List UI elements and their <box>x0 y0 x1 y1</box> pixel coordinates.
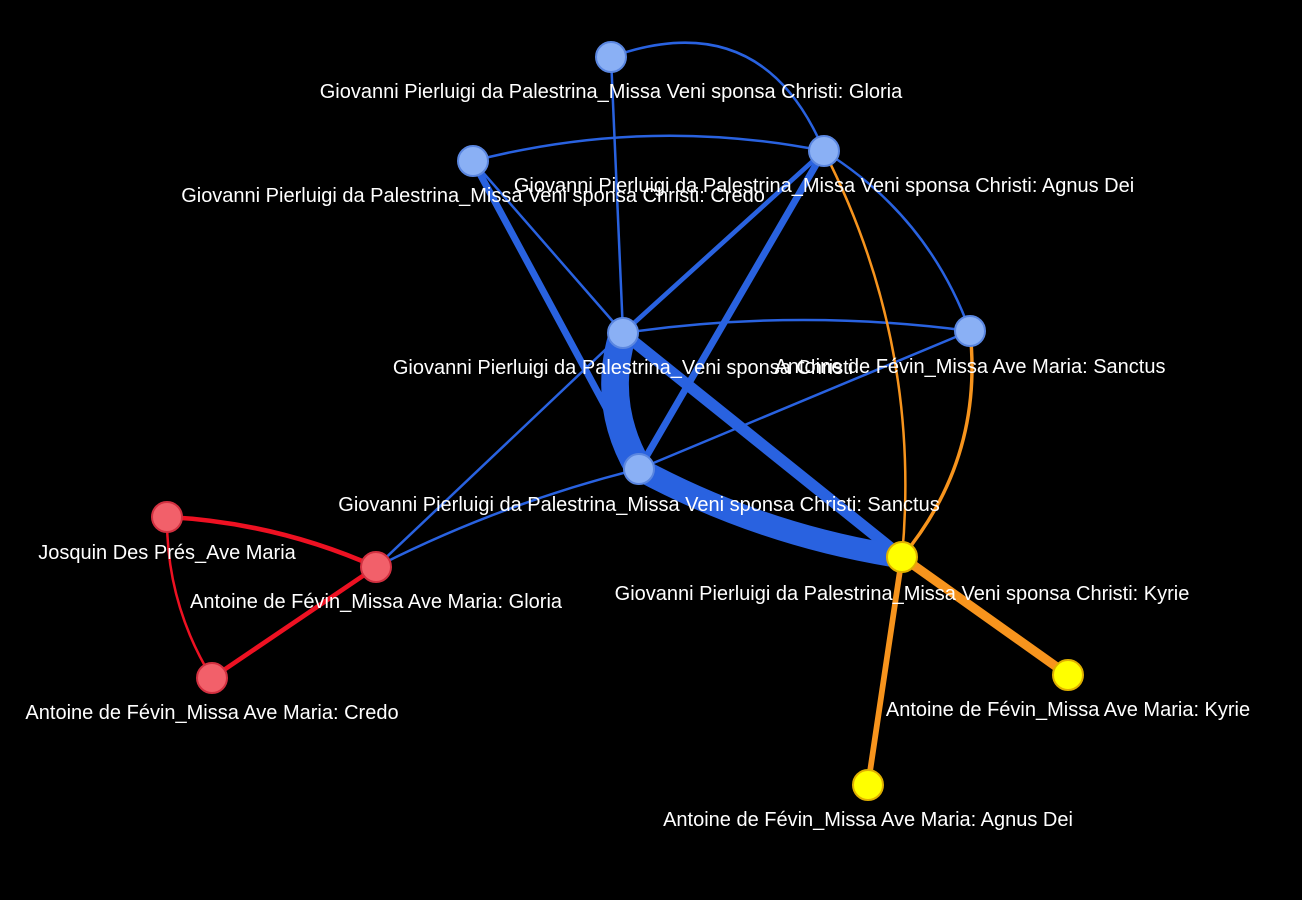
edge-veni_pal-sanctus_pal <box>601 319 653 483</box>
edge-veni_pal-kyrie_pal <box>617 327 908 563</box>
node-gloria_pal[interactable] <box>595 41 627 73</box>
node-kyrie_fev[interactable] <box>1052 659 1084 691</box>
edge-credo_pal-veni_pal <box>471 159 625 335</box>
edge-agnus_pal-kyrie_pal <box>822 149 907 559</box>
node-label-credo_fev: Antoine de Févin_Missa Ave Maria: Credo <box>25 702 398 724</box>
edge-kyrie_pal-agnus_fev <box>865 554 905 788</box>
node-credo_fev[interactable] <box>196 662 228 694</box>
node-label-credo_pal: Giovanni Pierluigi da Palestrina_Missa V… <box>181 185 765 207</box>
edge-credo_pal-agnus_pal <box>471 134 826 163</box>
edge-agnus_pal-veni_pal <box>620 148 827 336</box>
edge-gloria_pal-veni_pal <box>609 55 625 335</box>
edge-sanctus_pal-gloria_fev <box>374 467 641 569</box>
edge-josquin-gloria_fev <box>164 514 379 570</box>
node-veni_pal[interactable] <box>607 317 639 349</box>
node-label-agnus_pal: Giovanni Pierluigi da Palestrina_Missa V… <box>514 175 1134 197</box>
node-label-gloria_fev: Antoine de Févin_Missa Ave Maria: Gloria <box>190 591 563 613</box>
labels-layer: Giovanni Pierluigi da Palestrina_Missa V… <box>25 81 1250 831</box>
node-label-veni_pal: Giovanni Pierluigi da Palestrina_Veni sp… <box>393 357 853 379</box>
node-label-sanctus_pal: Giovanni Pierluigi da Palestrina_Missa V… <box>338 494 939 516</box>
node-label-sanctus_fev: Antoine de Févin_Missa Ave Maria: Sanctu… <box>775 356 1166 378</box>
edge-gloria_pal-agnus_pal <box>609 41 826 153</box>
edge-agnus_pal-sanctus_pal <box>635 147 828 473</box>
edge-kyrie_pal-kyrie_fev <box>897 552 1073 680</box>
node-josquin[interactable] <box>151 501 183 533</box>
edge-josquin-credo_fev <box>165 515 214 680</box>
node-agnus_fev[interactable] <box>852 769 884 801</box>
edge-veni_pal-sanctus_fev <box>621 318 972 335</box>
edge-sanctus_pal-sanctus_fev <box>637 329 972 471</box>
edge-sanctus_pal-kyrie_pal <box>627 457 914 569</box>
nodes-layer <box>151 41 1084 801</box>
node-sanctus_pal[interactable] <box>623 453 655 485</box>
edge-veni_pal-gloria_fev <box>374 331 625 569</box>
node-label-kyrie_pal: Giovanni Pierluigi da Palestrina_Missa V… <box>615 583 1190 605</box>
node-kyrie_pal[interactable] <box>886 541 918 573</box>
node-label-agnus_fev: Antoine de Févin_Missa Ave Maria: Agnus … <box>663 809 1073 831</box>
node-label-kyrie_fev: Antoine de Févin_Missa Ave Maria: Kyrie <box>886 699 1250 721</box>
node-gloria_fev[interactable] <box>360 551 392 583</box>
node-sanctus_fev[interactable] <box>954 315 986 347</box>
node-credo_pal[interactable] <box>457 145 489 177</box>
edge-agnus_pal-sanctus_fev <box>822 149 972 333</box>
edges-layer <box>164 41 1073 788</box>
node-label-gloria_pal: Giovanni Pierluigi da Palestrina_Missa V… <box>320 81 903 103</box>
edge-gloria_fev-credo_fev <box>209 564 379 681</box>
node-label-josquin: Josquin Des Prés_Ave Maria <box>38 542 296 564</box>
edge-sanctus_fev-kyrie_pal <box>900 329 974 559</box>
node-agnus_pal[interactable] <box>808 135 840 167</box>
